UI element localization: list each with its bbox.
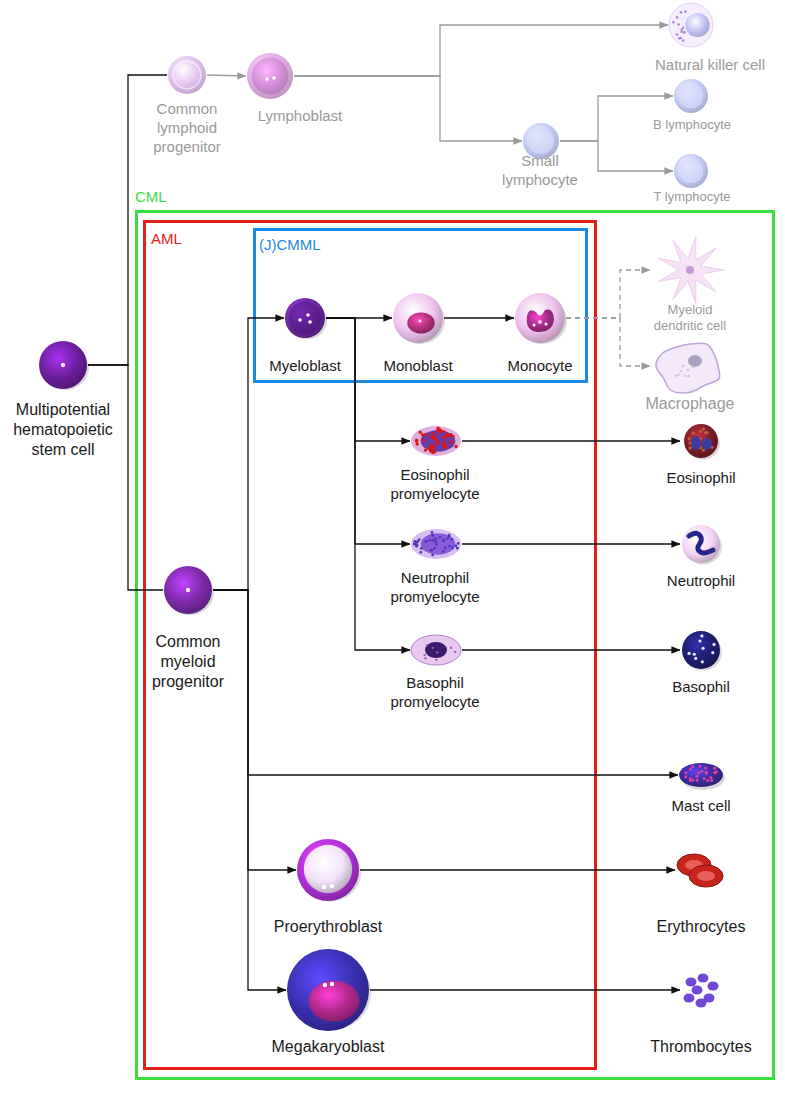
cell-label: Proerythroblast <box>258 917 398 937</box>
cell-node: Lymphoblast <box>246 52 294 100</box>
cell-node: Eosinophil promyelocyte <box>410 425 462 457</box>
cell-node: Macrophage <box>650 335 730 397</box>
cell-label: Natural killer cell <box>635 56 785 75</box>
cell-illustration <box>668 2 714 48</box>
connector-arrow <box>326 317 392 318</box>
cell-label: Neutrophil promyelocyte <box>375 569 495 607</box>
connector-arrow <box>88 75 167 365</box>
cell-label: Myeloblast <box>255 357 355 376</box>
cell-node: T lymphocyte <box>673 153 709 189</box>
connector-arrow <box>462 649 680 650</box>
connector-arrow <box>326 318 410 544</box>
cell-illustration <box>392 292 444 344</box>
connector-arrow <box>566 270 650 318</box>
cell-node: Neutrophil promyelocyte <box>410 528 462 560</box>
cell-illustration <box>673 153 709 189</box>
connector-arrow <box>294 25 668 76</box>
connector-arrow <box>213 590 678 775</box>
cell-label: Small lymphocyte <box>495 152 585 190</box>
cell-label: Lymphoblast <box>245 107 355 126</box>
cell-illustration <box>163 565 213 615</box>
lineage-box: MyeloblastMonoblastMonocyte(J)CMML <box>253 228 588 383</box>
cell-node: Proerythroblast <box>296 838 360 902</box>
cell-label: B lymphocyte <box>637 117 747 133</box>
cell-illustration <box>675 852 725 888</box>
cell-illustration <box>678 762 724 788</box>
cell-label: Mast cell <box>646 797 756 816</box>
cell-label: Monocyte <box>490 357 590 376</box>
cell-label: Common myeloid progenitor <box>143 632 233 692</box>
cell-node: Monoblast <box>392 292 444 344</box>
connector-arrow <box>462 440 680 441</box>
cell-illustration <box>167 55 207 95</box>
cell-illustration <box>680 524 722 564</box>
cell-illustration <box>680 970 722 1010</box>
box-heading: AML <box>151 230 182 249</box>
cell-label: Eosinophil <box>646 469 756 488</box>
cell-illustration <box>680 630 722 670</box>
cell-label: Eosinophil promyelocyte <box>375 466 495 504</box>
cell-illustration <box>680 423 722 459</box>
cell-node: Erythrocytes <box>675 852 725 888</box>
cell-illustration <box>673 78 709 114</box>
cell-label: Neutrophil <box>646 572 756 591</box>
connector-arrow <box>370 989 680 990</box>
cell-node: Monocyte <box>514 292 566 344</box>
cell-label: Macrophage <box>630 394 750 414</box>
cell-node: B lymphocyte <box>673 78 709 114</box>
cell-node: Neutrophil <box>680 524 722 564</box>
cell-label: Thrombocytes <box>641 1037 761 1057</box>
cell-label: Basophil promyelocyte <box>375 674 495 712</box>
connector-arrow <box>566 318 650 366</box>
cell-node: Multipotential hematopoietic stem cell <box>38 340 88 390</box>
cell-node: Thrombocytes <box>680 970 722 1010</box>
cell-label: T lymphocyte <box>637 189 747 205</box>
cell-label: Monoblast <box>368 357 468 376</box>
cell-illustration <box>410 634 462 666</box>
box-heading: CML <box>135 188 167 207</box>
connector-arrow <box>88 365 163 590</box>
cell-illustration <box>284 297 326 339</box>
cell-illustration <box>650 235 730 305</box>
cell-illustration <box>410 425 462 457</box>
box-heading: (J)CMML <box>259 236 321 255</box>
connector-arrow <box>462 543 680 544</box>
cell-node: Small lymphocyte <box>522 122 560 160</box>
connector-arrow <box>360 869 675 870</box>
cell-node: Myeloblast <box>284 297 326 339</box>
cell-illustration <box>38 340 88 390</box>
cell-node: Common lymphoid progenitor <box>167 55 207 95</box>
lineage-box: Common myeloid progenitorMyeloblastMonob… <box>135 210 775 1080</box>
cell-label: Megakaryoblast <box>258 1037 398 1057</box>
cell-node: Basophil promyelocyte <box>410 634 462 666</box>
cell-illustration <box>650 335 730 397</box>
cell-label: Myeloid dendritic cell <box>645 302 735 335</box>
cell-illustration <box>514 292 566 344</box>
cell-label: Basophil <box>646 678 756 697</box>
cell-label: Common lymphoid progenitor <box>142 100 232 156</box>
cell-label: Erythrocytes <box>641 917 761 937</box>
cell-node: Common myeloid progenitor <box>163 565 213 615</box>
connector-arrow <box>560 141 673 171</box>
cell-illustration <box>246 52 294 100</box>
cell-illustration <box>296 838 360 902</box>
cell-node: Natural killer cell <box>668 2 714 48</box>
connector-arrow <box>213 590 296 870</box>
cell-label: Multipotential hematopoietic stem cell <box>3 400 123 460</box>
cell-node: Eosinophil <box>680 423 722 459</box>
cell-node: Myeloid dendritic cell <box>650 235 730 305</box>
cell-node: Megakaryoblast <box>286 948 370 1032</box>
connector-arrow <box>207 75 246 76</box>
cell-node: Basophil <box>680 630 722 670</box>
cell-illustration <box>286 948 370 1032</box>
cell-illustration <box>410 528 462 560</box>
cell-node: Mast cell <box>678 762 724 788</box>
connector-arrow <box>326 318 410 441</box>
lineage-box: Common myeloid progenitorMyeloblastMonob… <box>143 220 597 1070</box>
connector-arrow <box>444 317 514 318</box>
